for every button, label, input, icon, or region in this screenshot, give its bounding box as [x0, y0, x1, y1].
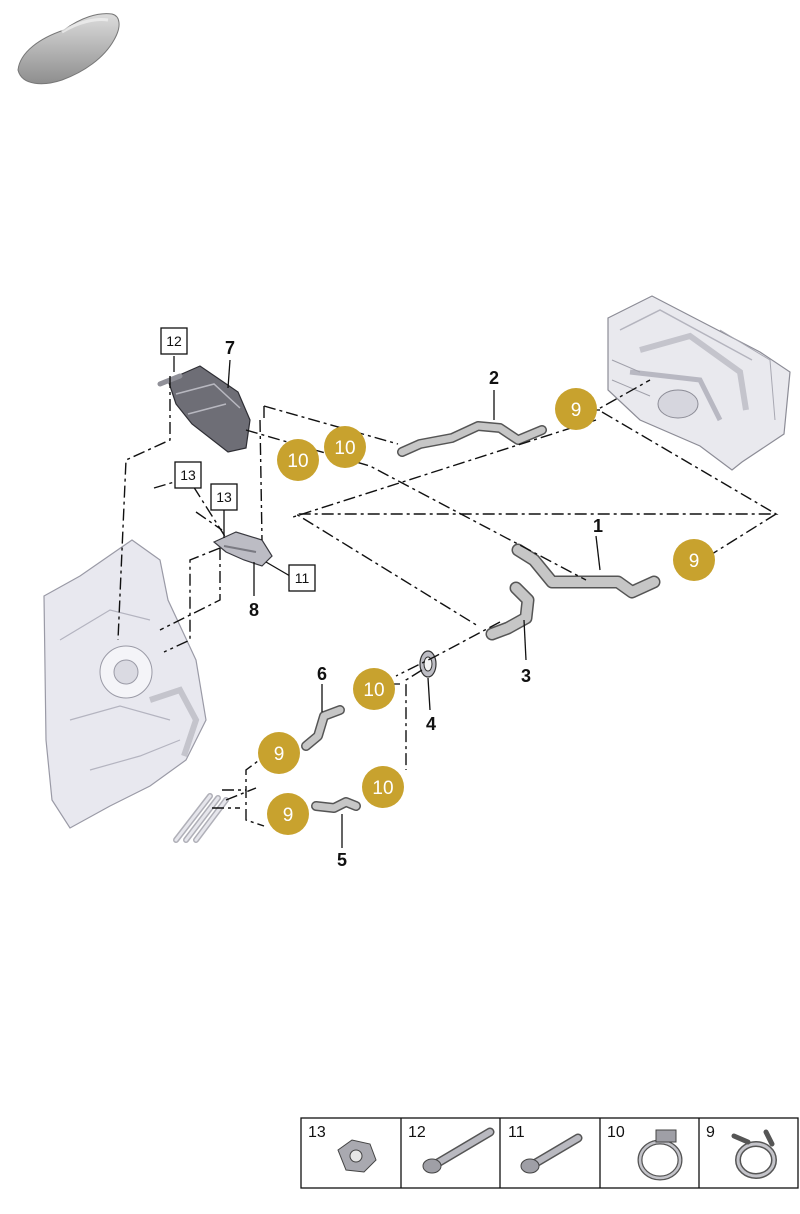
- svg-text:10: 10: [287, 451, 308, 472]
- connector-pipes-component: [173, 793, 229, 843]
- part-label-8: 8: [249, 600, 259, 620]
- part-label-6: 6: [317, 664, 327, 684]
- svg-text:9: 9: [706, 1124, 715, 1141]
- part-label-3: 3: [521, 666, 531, 686]
- part-labels: 1 2 3 4 5 6 7 8: [225, 338, 603, 870]
- part-label-5: 5: [337, 850, 347, 870]
- svg-text:11: 11: [508, 1124, 525, 1141]
- hose-6-component: [301, 705, 345, 751]
- svg-text:13: 13: [180, 467, 196, 483]
- legend-item-13: 13: [308, 1124, 377, 1173]
- svg-text:11: 11: [295, 570, 310, 586]
- control-valve-component: [157, 365, 251, 453]
- part-label-1: 1: [593, 516, 603, 536]
- leader-lines: [117, 376, 779, 827]
- clamp-badge-10-middle: 10: [353, 668, 395, 710]
- part-label-4: 4: [426, 714, 436, 734]
- boxed-label-13-lower: 13: [210, 483, 238, 511]
- svg-text:13: 13: [308, 1124, 326, 1141]
- clamp-badge-9-right: 9: [673, 539, 715, 581]
- hose-3-component: [485, 581, 535, 641]
- boxed-labels: 12 13 13 11: [160, 327, 316, 592]
- spring-clamp-icon: [731, 1129, 777, 1179]
- heater-box-component: [607, 295, 791, 471]
- svg-text:9: 9: [283, 805, 294, 826]
- clamp-badge-9-top: 9: [555, 388, 597, 430]
- legend-item-9: 9: [706, 1124, 777, 1179]
- legend-item-10: 10: [607, 1124, 683, 1181]
- clamp-badges: 9 9 9 9 10 10 10 10: [258, 388, 715, 835]
- hose-2-component: [397, 421, 547, 457]
- hose-5-component: [311, 797, 361, 813]
- clamp-badge-10-upper-left: 10: [277, 439, 319, 481]
- fastener-legend: 13 12 11 10: [300, 1117, 799, 1189]
- svg-text:9: 9: [689, 551, 700, 572]
- long-bolt-icon: [422, 1127, 495, 1174]
- clamp-badge-10-upper-right: 10: [324, 426, 366, 468]
- bracket-component: [212, 531, 273, 567]
- part-label-7: 7: [225, 338, 235, 358]
- grommet-4-component: [419, 650, 437, 678]
- clamp-badge-10-lower: 10: [362, 766, 404, 808]
- boxed-label-11: 11: [288, 564, 316, 592]
- svg-text:10: 10: [363, 680, 384, 701]
- svg-text:9: 9: [274, 744, 285, 765]
- clamp-badge-9-bottom: 9: [267, 793, 309, 835]
- svg-text:12: 12: [408, 1124, 426, 1141]
- svg-text:10: 10: [607, 1124, 625, 1141]
- boxed-label-12: 12: [160, 327, 188, 355]
- short-bolt-icon: [520, 1133, 583, 1174]
- svg-text:12: 12: [166, 333, 182, 349]
- boxed-label-13-top: 13: [174, 461, 202, 489]
- svg-text:9: 9: [571, 400, 582, 421]
- svg-text:13: 13: [216, 489, 232, 505]
- hose-clamp-icon: [637, 1129, 683, 1181]
- hose-1-component: [511, 543, 661, 599]
- car-thumbnail-icon: [17, 13, 120, 85]
- clamp-badge-9-middle: 9: [258, 732, 300, 774]
- legend-item-11: 11: [508, 1124, 583, 1174]
- hex-nut-icon: [337, 1139, 377, 1173]
- body-panel-component: [43, 539, 207, 829]
- svg-text:10: 10: [334, 438, 355, 459]
- part-label-2: 2: [489, 368, 499, 388]
- legend-item-12: 12: [408, 1124, 495, 1174]
- svg-text:10: 10: [372, 778, 393, 799]
